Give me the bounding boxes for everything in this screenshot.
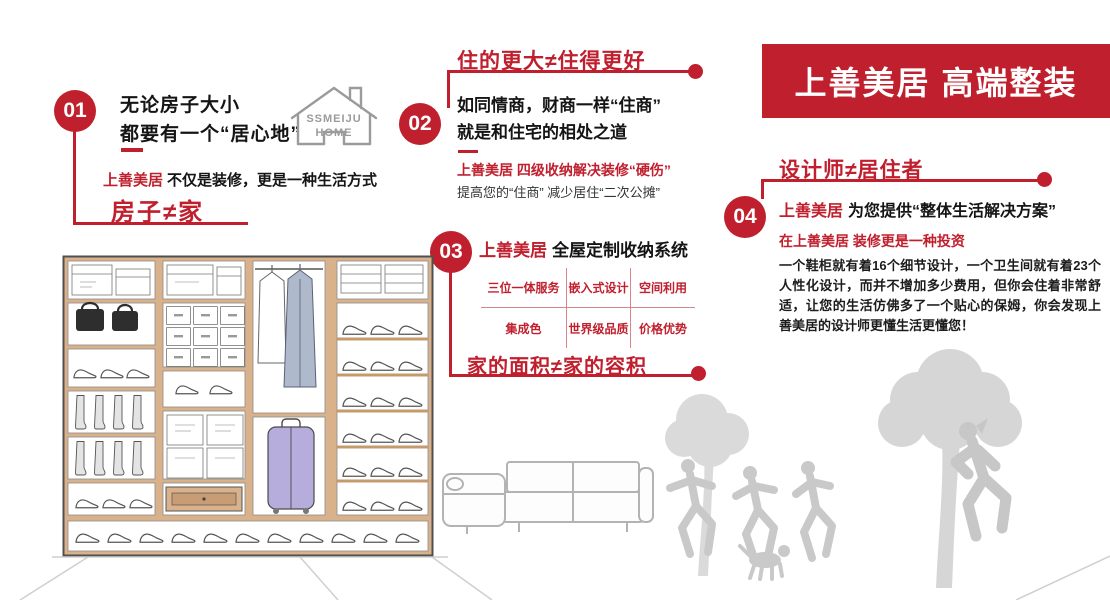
connector-line-4 <box>761 179 764 199</box>
house-outline <box>290 86 378 146</box>
p2-text: 如同情商，财商一样“住商” 就是和住宅的相处之道 <box>457 92 661 146</box>
p3-title-brand: 上善美居 <box>479 241 547 260</box>
p2-note-red: 上善美居 四级收纳解决装修“硬伤” <box>457 162 671 178</box>
runner-silhouette <box>950 418 1012 542</box>
step-01-badge: 01 <box>54 90 96 132</box>
feature-cell: 价格优势 <box>638 321 687 336</box>
handbags <box>76 301 138 331</box>
p3-title: 上善美居全屋定制收纳系统 <box>479 236 688 261</box>
sofa-illustration <box>442 461 654 534</box>
feature-cell: 嵌入式设计 <box>567 268 631 308</box>
p1-line1: 无论房子大小 <box>120 95 241 116</box>
sofa-outline <box>442 461 654 534</box>
p1-slogan: 上善美居不仅是装修，更是一种生活方式 <box>103 169 377 190</box>
tree-large <box>878 349 1022 588</box>
p1-line2: 都要有一个“居心地” <box>120 124 302 145</box>
suitcase <box>267 418 315 514</box>
bench <box>165 486 243 512</box>
p2-line1: 如同情商，财商一样“住商” <box>457 96 661 115</box>
p2-line2: 就是和住宅的相处之道 <box>457 123 627 142</box>
p3-title-rest: 全屋定制收纳系统 <box>552 241 688 260</box>
divider-dash-1 <box>121 148 143 152</box>
p4-line1-brand: 上善美居 <box>779 203 844 220</box>
step-04-badge: 04 <box>724 196 766 238</box>
p4-note-red: 在上善美居 装修更是一种投资 <box>779 233 965 249</box>
dog-silhouette <box>738 544 790 581</box>
banner: 上善美居 高端整装 <box>762 44 1110 118</box>
p3-heading: 家的面积≠家的容积 <box>467 356 647 378</box>
dot-3 <box>691 366 706 381</box>
p2-heading: 住的更大≠住得更好 <box>457 50 646 73</box>
dot-2 <box>688 64 703 79</box>
p2-note-black: 提高您的“住商” 减少居住“二次公摊” <box>457 185 660 200</box>
banner-title: 上善美居 高端整装 <box>794 65 1078 101</box>
children-silhouettes <box>666 459 836 562</box>
logo-text-top: SSMEIJU <box>306 113 361 125</box>
step-02-badge: 02 <box>399 103 441 145</box>
divider-dash-2 <box>458 150 478 153</box>
p1-text: 无论房子大小 都要有一个“居心地” <box>120 91 301 149</box>
silhouettes-illustration <box>665 349 1022 588</box>
feature-cell: 空间利用 <box>631 268 695 308</box>
feature-cell: 集成色 <box>481 308 567 348</box>
underline-2 <box>447 70 693 73</box>
connector-line-3-vertical <box>449 272 452 377</box>
connector-line-1-vertical <box>73 131 76 225</box>
connector-line-1-horizontal <box>73 222 248 225</box>
logo-text-bottom: HOME <box>316 127 353 139</box>
drawer-boxes <box>166 414 244 479</box>
p1-heading: 房子≠家 <box>111 199 205 226</box>
p4-paragraph: 一个鞋柜就有着16个细节设计，一个卫生间就有着23个人性化设计，而并不增加多少费… <box>779 258 1101 333</box>
feature-grid: 三位一体服务 嵌入式设计 空间利用 集成色 世界级品质 价格优势 <box>481 268 695 348</box>
storage-boxes <box>71 264 424 296</box>
dot-4 <box>1037 172 1052 187</box>
connector-line-3-horizontal <box>449 374 699 377</box>
shoe-shelves <box>337 337 428 483</box>
p4-heading: 设计师≠居住者 <box>779 159 924 182</box>
p1-slogan-brand: 上善美居 <box>103 172 164 189</box>
underline-4 <box>761 179 1044 182</box>
house-logo-icon: SSMEIJU HOME <box>290 86 378 146</box>
connector-line-2 <box>447 70 450 108</box>
small-drawers <box>166 306 245 367</box>
feature-cell: 三位一体服务 <box>481 268 567 308</box>
p1-slogan-rest: 不仅是装修，更是一种生活方式 <box>167 172 378 189</box>
p4-line1-rest: 为您提供“整体生活解决方案” <box>848 203 1057 220</box>
wardrobe-illustration <box>62 255 434 557</box>
hanging-clothes <box>255 264 323 388</box>
step-03-badge: 03 <box>430 231 472 273</box>
p4-line1: 上善美居为您提供“整体生活解决方案” <box>779 197 1056 221</box>
feature-cell: 世界级品质 <box>567 308 631 348</box>
